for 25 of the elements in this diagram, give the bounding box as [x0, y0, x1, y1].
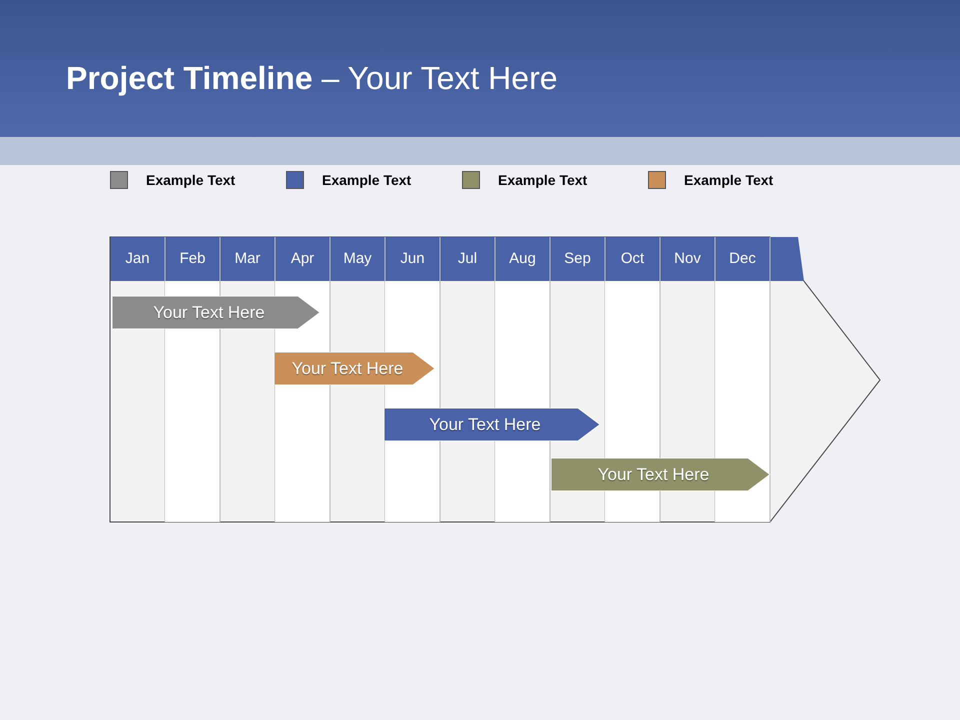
task-label: Your Text Here	[153, 302, 265, 322]
month-label: Mar	[234, 250, 262, 267]
task-label: Your Text Here	[429, 414, 541, 434]
legend-label: Example Text	[684, 172, 774, 188]
task-label: Your Text Here	[598, 464, 710, 484]
legend-label: Example Text	[146, 172, 236, 188]
month-label: Sep	[563, 250, 592, 267]
month-label: Nov	[673, 250, 702, 267]
gantt-task-bar	[112, 296, 320, 329]
month-label: Dec	[728, 250, 757, 267]
month-label: Jul	[456, 250, 478, 267]
legend-label: Example Text	[498, 172, 588, 188]
month-label: Oct	[620, 250, 646, 267]
month-label: Jun	[399, 250, 426, 267]
legend-label: Example Text	[322, 172, 412, 188]
month-label: Aug	[508, 250, 537, 267]
gantt-task-bar	[274, 352, 435, 385]
task-label: Your Text Here	[292, 358, 404, 378]
month-label: Feb	[178, 250, 206, 267]
gantt-task-bar	[384, 408, 600, 441]
month-label: Jan	[124, 250, 151, 267]
slide-title: Project Timeline – Your Text Here	[66, 60, 558, 97]
gantt-task-bar	[551, 458, 770, 491]
month-label: May	[342, 250, 373, 267]
month-label: Apr	[290, 250, 316, 267]
